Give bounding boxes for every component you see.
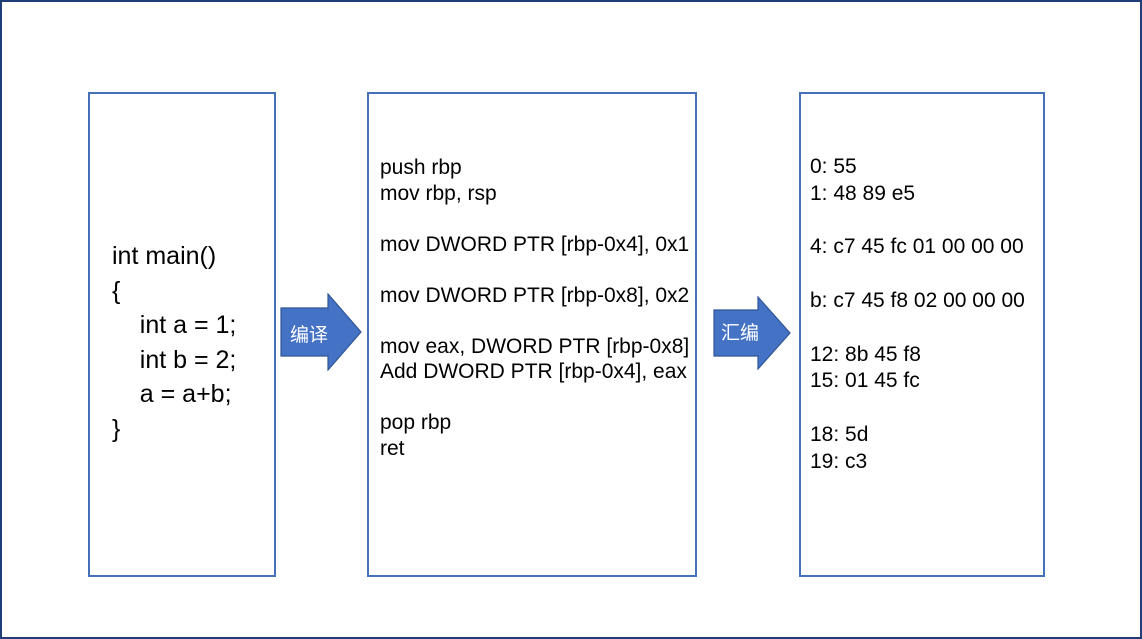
source-code-box: int main() { int a = 1; int b = 2; a = a… (88, 92, 276, 577)
assembly-code-text: push rbp mov rbp, rsp mov DWORD PTR [rbp… (380, 156, 690, 460)
machine-code-text: 0: 55 1: 48 89 e5 4: c7 45 fc 01 00 00 0… (810, 155, 1025, 473)
compile-arrow (280, 293, 362, 371)
assemble-arrow (713, 296, 791, 370)
machine-code-box: 0: 55 1: 48 89 e5 4: c7 45 fc 01 00 00 0… (799, 92, 1045, 577)
source-code-text: int main() { int a = 1; int b = 2; a = a… (112, 242, 237, 443)
assembly-code-box: push rbp mov rbp, rsp mov DWORD PTR [rbp… (367, 92, 697, 577)
